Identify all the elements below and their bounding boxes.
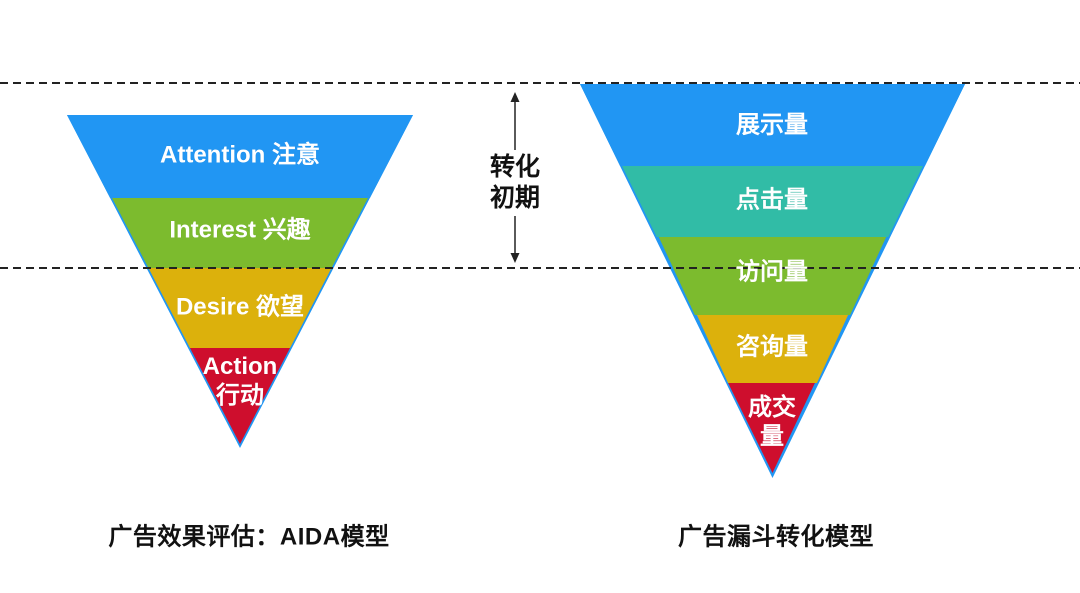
right-funnel-label-deals-line1: 成交 — [748, 394, 796, 421]
left-funnel-label-action-line1: Action — [202, 353, 278, 380]
left-funnel-layer-interest — [112, 198, 368, 268]
right-funnel-layer-inquiries — [696, 315, 849, 383]
left-funnel-label-action: Action 行动 — [203, 352, 278, 410]
arrow-down-icon — [510, 253, 520, 263]
annotation-line2: 初期 — [489, 184, 541, 212]
left-funnel-label-interest: Interest 兴趣 — [169, 216, 311, 244]
right-funnel-label-deals-line2: 量 — [760, 423, 784, 450]
right-funnel-layer-clicks — [622, 166, 923, 237]
annotation-line1: 转化 — [489, 153, 541, 181]
right-funnel-label-clicks: 点击量 — [736, 186, 808, 214]
annotation-early-conversion: 转化 初期 — [490, 152, 540, 214]
left-funnel-layer-desire — [148, 268, 332, 348]
right-funnel-layer-deals — [728, 383, 815, 473]
arrow-up-icon — [510, 92, 520, 102]
left-funnel-layer-action — [190, 348, 290, 444]
left-funnel-label-attention: Attention 注意 — [160, 141, 320, 169]
right-funnel-label-impressions: 展示量 — [736, 111, 808, 139]
right-funnel-label-inquiries: 咨询量 — [736, 333, 808, 361]
left-funnel-caption: 广告效果评估：AIDA模型 — [108, 523, 390, 551]
left-funnel-label-action-line2: 行动 — [215, 382, 264, 409]
right-funnel-layer-visits — [658, 237, 887, 315]
right-funnel-label-visits: 访问量 — [736, 258, 808, 286]
left-funnel-layer-attention — [67, 115, 413, 198]
right-funnel-caption: 广告漏斗转化模型 — [678, 523, 874, 551]
right-funnel-layer-impressions — [580, 84, 965, 166]
left-funnel-label-desire: Desire 欲望 — [175, 293, 305, 321]
right-funnel-label-deals: 成交 量 — [748, 393, 796, 451]
